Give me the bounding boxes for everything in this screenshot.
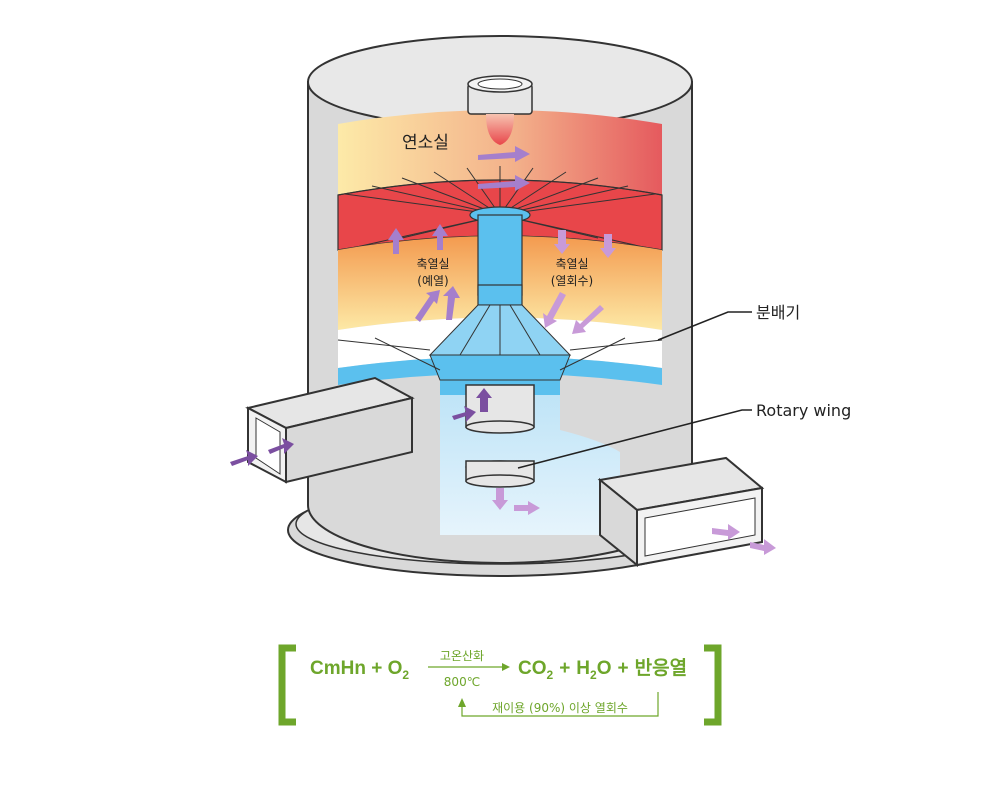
eq-arrow-top: 고온산화: [440, 649, 484, 663]
eq-heat: 반응열: [635, 657, 687, 679]
label-regen-left-2: (예열): [417, 274, 448, 288]
eq-lhs: CmHn + O: [310, 658, 402, 679]
pale-purple-arrow-icon: [492, 230, 776, 555]
inlet-duct: [245, 376, 415, 484]
light-purple-arrow-icon: [388, 146, 530, 322]
eq-reuse-note: 재이용 (90%) 이상 열회수: [492, 701, 628, 715]
reaction-equation: CmHn + O2 고온산화 800℃ CO2+H2O+반응열 재이용 (90%…: [278, 644, 722, 726]
right-bracket: [704, 644, 722, 726]
rotary-wing: [465, 384, 535, 488]
label-distributor: 분배기: [756, 303, 800, 322]
eq-lhs-sub: 2: [402, 668, 409, 682]
label-regen-right-1: 축열실: [555, 257, 588, 271]
outlet-duct: [597, 456, 765, 568]
label-regen-left-1: 축열실: [416, 257, 449, 271]
label-regen-right-2: (열회수): [551, 274, 593, 288]
distributor-cone: [337, 304, 663, 381]
flow-arrows: [230, 146, 776, 555]
reuse-arrow-head-icon: [458, 698, 466, 707]
eq-co: CO: [518, 658, 547, 679]
eq-o: O: [597, 658, 612, 679]
svg-text:CO2+H2O+반응열: CO2+H2O+반응열: [518, 657, 687, 682]
burner: [467, 75, 533, 145]
central-tube: [469, 206, 531, 306]
leader-lines: [517, 311, 752, 469]
eq-plus-1: +: [559, 658, 570, 679]
purple-arrow-icon: [230, 388, 492, 466]
eq-arrow-bottom: 800℃: [444, 675, 480, 689]
eq-co-sub: 2: [547, 668, 554, 682]
label-combustion-chamber: 연소실: [402, 133, 449, 153]
eq-h: H: [576, 658, 590, 679]
eq-arrow-head-icon: [502, 663, 510, 671]
svg-text:CmHn + O2: CmHn + O2: [310, 658, 409, 682]
label-rotary-wing: Rotary wing: [756, 401, 851, 420]
left-bracket: [278, 644, 296, 726]
eq-h-sub: 2: [590, 668, 597, 682]
eq-plus-2: +: [618, 658, 629, 679]
reuse-loop-line: [461, 692, 659, 717]
combustion-chamber: [338, 110, 662, 195]
